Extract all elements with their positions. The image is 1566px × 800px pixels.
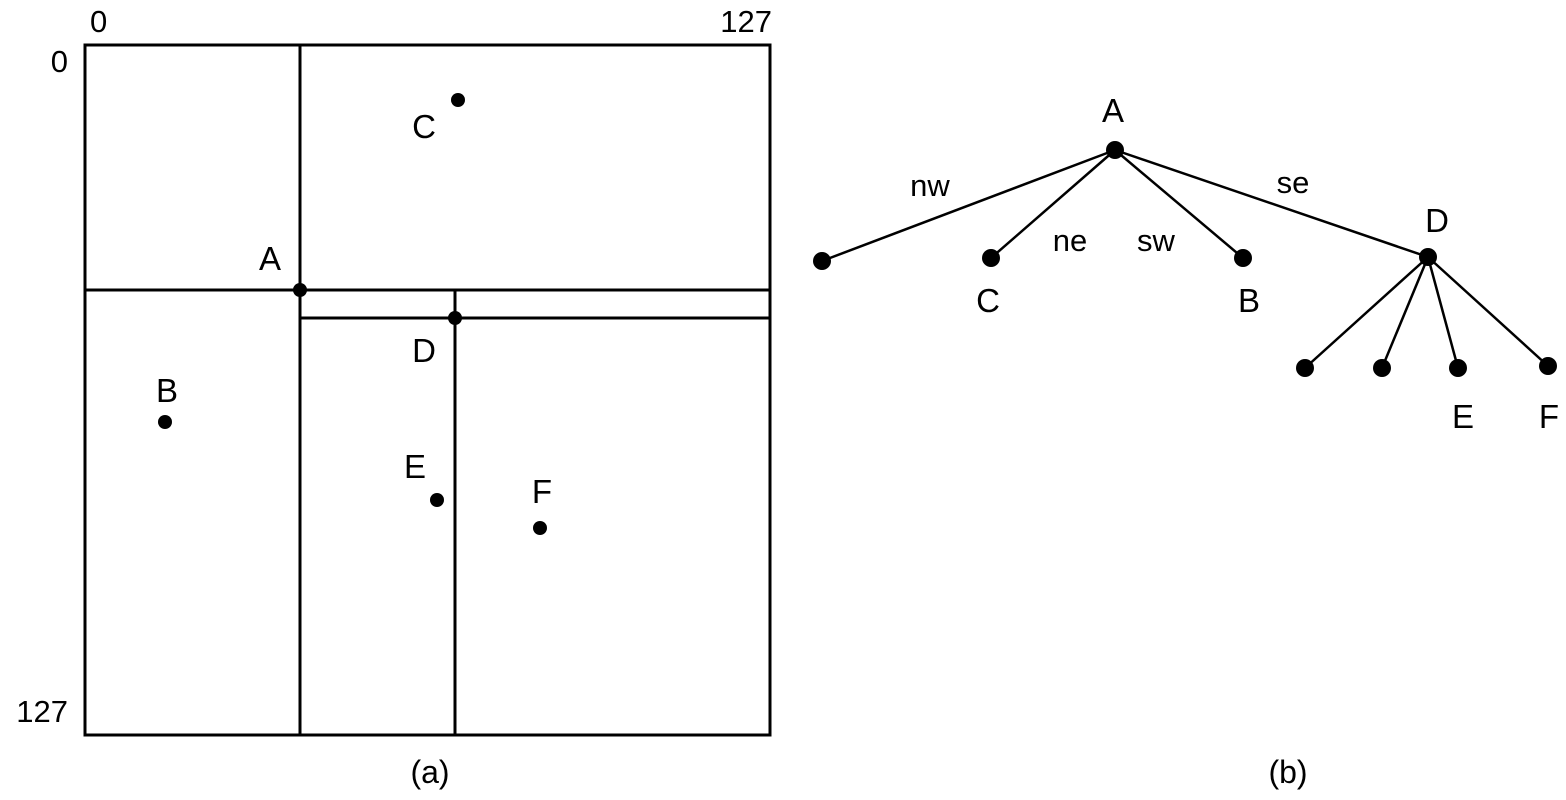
point-a-dot bbox=[293, 283, 307, 297]
tree-node-f bbox=[1539, 357, 1557, 375]
tree-node-a-nw-empty bbox=[813, 252, 831, 270]
axis-label-x-max: 127 bbox=[720, 4, 772, 39]
point-e-dot bbox=[430, 493, 444, 507]
axis-label-y-max: 127 bbox=[16, 694, 68, 729]
point-c-dot bbox=[451, 93, 465, 107]
edge-a-sw bbox=[1114, 149, 1244, 259]
edge-label-se: se bbox=[1277, 165, 1310, 200]
point-f-dot bbox=[533, 521, 547, 535]
point-f-label: F bbox=[532, 473, 552, 510]
point-c-label: C bbox=[412, 108, 436, 145]
point-a-label: A bbox=[259, 240, 281, 277]
edge-a-ne bbox=[990, 149, 1116, 259]
tree-node-c bbox=[982, 249, 1000, 267]
panel-a-caption: (a) bbox=[410, 754, 449, 790]
tree-node-d-nw-empty bbox=[1296, 359, 1314, 377]
edge-label-sw: sw bbox=[1137, 223, 1176, 258]
axis-label-y-min: 0 bbox=[51, 44, 68, 79]
point-b-label: B bbox=[156, 372, 178, 409]
axis-label-x-min: 0 bbox=[90, 4, 107, 39]
tree-node-c-label: C bbox=[976, 282, 1000, 319]
tree-node-b-label: B bbox=[1238, 282, 1260, 319]
tree-node-d-ne-empty bbox=[1373, 359, 1391, 377]
edge-label-nw: nw bbox=[910, 168, 950, 203]
point-b-dot bbox=[158, 415, 172, 429]
point-d-dot bbox=[448, 311, 462, 325]
edge-label-ne: ne bbox=[1053, 223, 1087, 258]
tree-node-f-label: F bbox=[1539, 398, 1559, 435]
region-boundary bbox=[83, 43, 772, 737]
point-e-label: E bbox=[404, 448, 426, 485]
panel-b-caption: (b) bbox=[1268, 754, 1307, 790]
tree-node-d-label: D bbox=[1425, 202, 1449, 239]
point-d-label: D bbox=[412, 332, 436, 369]
panel-a-quadtree-space: 0 127 0 127 A C B D E F (a) bbox=[16, 4, 772, 790]
edge-d-ne bbox=[1380, 256, 1430, 369]
tree-node-d bbox=[1419, 248, 1437, 266]
tree-node-b bbox=[1234, 249, 1252, 267]
edge-d-nw bbox=[1304, 256, 1429, 369]
edge-a-se bbox=[1114, 148, 1429, 259]
tree-node-a bbox=[1106, 141, 1124, 159]
tree-node-e bbox=[1449, 359, 1467, 377]
edge-d-sw bbox=[1426, 256, 1460, 369]
tree-node-a-label: A bbox=[1102, 92, 1124, 129]
edge-a-nw bbox=[821, 148, 1116, 263]
edge-d-se bbox=[1427, 256, 1549, 367]
tree-node-e-label: E bbox=[1452, 398, 1474, 435]
panel-b-quadtree-tree: nw ne sw se A C B D E F (b) bbox=[813, 92, 1559, 790]
